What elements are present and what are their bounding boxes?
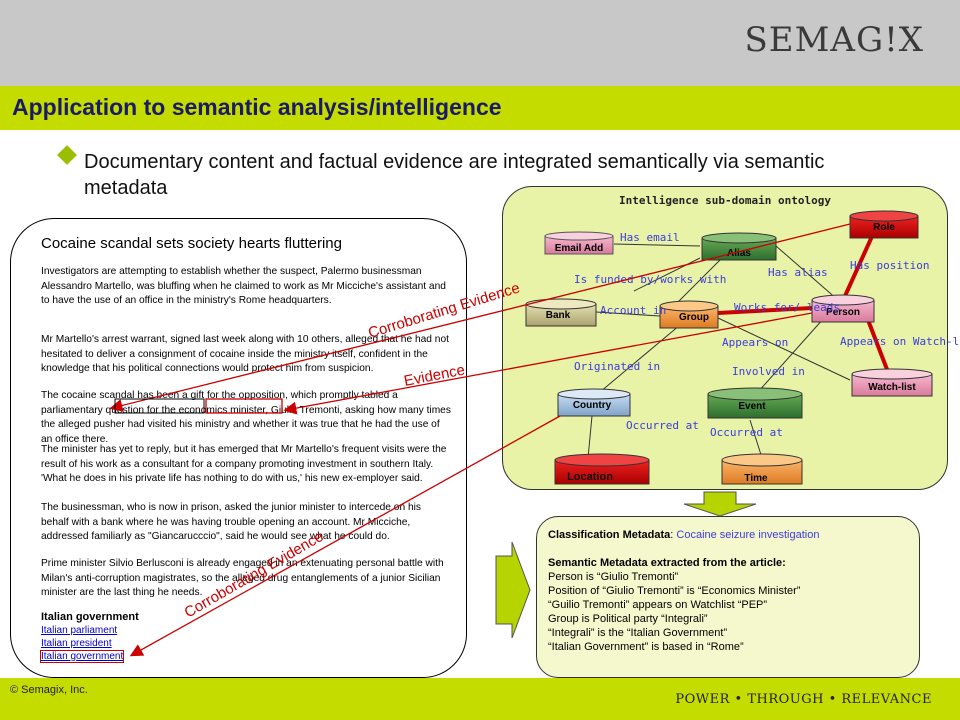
- edge-has-email: [613, 243, 701, 247]
- node-group: Group: [659, 300, 719, 329]
- label-works-for: Works for/ leads: [734, 301, 840, 314]
- node-email-label: Email Add: [555, 243, 604, 254]
- node-event: Event: [707, 387, 803, 419]
- label-funded: Is funded by/works with: [574, 273, 726, 286]
- meta-line-1: Person is “Giulio Tremonti”: [548, 571, 679, 583]
- link-italian-government[interactable]: Italian government: [39, 650, 125, 663]
- label-account: Account in: [600, 304, 666, 317]
- tagline: POWER • THROUGH • RELEVANCE: [675, 692, 932, 707]
- label-originated: Originated in: [574, 360, 660, 373]
- label-appears-on: Appears on: [722, 336, 788, 349]
- gov-heading: Italian government: [41, 611, 139, 623]
- article-title: Cocaine scandal sets society hearts flut…: [41, 235, 342, 252]
- article-paragraph-2: Mr Martello's arrest warrant, signed las…: [41, 334, 449, 374]
- node-watchlist-label: Watch-list: [868, 382, 916, 393]
- edge-originated: [599, 324, 681, 393]
- node-country: Country: [557, 388, 631, 417]
- edge-account: [595, 311, 661, 317]
- slide-title: Application to semantic analysis/intelli…: [12, 94, 502, 120]
- node-country-label: Country: [573, 400, 612, 411]
- meta-line-5: “Integrali” is the “Italian Government”: [548, 627, 728, 639]
- node-group-label: Group: [679, 312, 709, 323]
- label-involved: Involved in: [732, 365, 805, 378]
- arrow-evidence: [283, 312, 813, 415]
- arrow-corroborating-top: [109, 223, 851, 412]
- news-article: Cocaine scandal sets society hearts flut…: [10, 218, 467, 678]
- link-italian-parliament[interactable]: Italian parliament: [41, 625, 118, 636]
- article-paragraph-1: Investigators are attempting to establis…: [41, 266, 446, 306]
- ontology-title: Intelligence sub-domain ontology: [619, 194, 831, 207]
- label-corroborating-top: Corroborating Evidence: [366, 279, 522, 341]
- node-location-label: Location: [567, 471, 613, 483]
- article-paragraph-4: The minister has yet to reply, but it ha…: [41, 444, 447, 484]
- node-bank: Bank: [525, 298, 597, 327]
- node-email: Email Add: [544, 231, 614, 255]
- link-italian-president[interactable]: Italian president: [41, 638, 112, 649]
- edge-has-alias: [775, 245, 839, 301]
- edge-has-position: [843, 231, 876, 297]
- ontology-edges: [587, 243, 851, 459]
- node-alias: Alias: [701, 232, 777, 261]
- semantic-label: Semantic Metadata extracted from the art…: [548, 557, 786, 569]
- footer-band: © Semagix, Inc. POWER • THROUGH • RELEVA…: [0, 678, 960, 720]
- article-paragraph-6: Prime minister Silvio Berlusconi is alre…: [41, 558, 444, 598]
- article-paragraph-3: The cocaine scandal has been a gift for …: [41, 390, 451, 445]
- arrow-corroborating-bottom: [129, 415, 561, 657]
- label-evidence: Evidence: [403, 361, 467, 389]
- down-arrow-icon: [683, 491, 757, 517]
- classification-label: Classification Metadata: [548, 529, 671, 541]
- node-alias-label: Alias: [727, 248, 751, 259]
- node-bank-label: Bank: [546, 310, 571, 321]
- edge-appears-on: [717, 317, 851, 381]
- classification-value: Cocaine seizure investigation: [676, 529, 820, 541]
- edge-occurred-2: [749, 419, 763, 459]
- edge-appears-watch: [866, 319, 890, 373]
- copyright: © Semagix, Inc.: [10, 684, 88, 696]
- bullet-text: Documentary content and factual evidence…: [84, 151, 825, 199]
- node-time-label: Time: [744, 473, 768, 484]
- meta-line-4: Group is Political party “Integrali”: [548, 613, 708, 625]
- title-bar: Application to semantic analysis/intelli…: [0, 86, 960, 130]
- metadata-panel: Classification Metadata: Cocaine seizure…: [536, 516, 920, 678]
- label-occurred-1: Occurred at: [626, 419, 699, 432]
- semagix-logo: SEMAG!X: [744, 20, 924, 60]
- label-corroborating-bottom: Corroborating Evidence: [182, 528, 327, 622]
- right-arrow-icon: [495, 541, 531, 639]
- label-has-position: Has position: [850, 259, 929, 272]
- meta-line-6: “Italian Government” is based in “Rome”: [548, 641, 744, 653]
- node-event-label: Event: [738, 401, 766, 412]
- node-location: Location: [554, 453, 650, 485]
- edge-involved: [757, 317, 825, 393]
- meta-line-3: “Guilio Tremonti” appears on Watchlist “…: [548, 599, 768, 611]
- article-paragraph-5: The businessman, who is now in prison, a…: [41, 502, 421, 542]
- edge-occurred-1: [587, 415, 593, 459]
- node-person: Person: [811, 294, 875, 323]
- node-watchlist: Watch-list: [851, 368, 933, 397]
- edge-works-for: [717, 306, 813, 315]
- meta-line-2: Position of “Giulio Tremonti” is “Econom…: [548, 585, 801, 597]
- label-has-email: Has email: [620, 231, 680, 244]
- node-role: Role: [849, 210, 919, 239]
- node-time: Time: [721, 453, 803, 485]
- node-person-label: Person: [826, 307, 860, 318]
- label-occurred-2: Occurred at: [710, 426, 783, 439]
- node-role-label: Role: [873, 222, 895, 233]
- label-appears-watch: Appears on Watch-list: [840, 335, 960, 348]
- edge-funded-2: [675, 259, 721, 305]
- label-has-alias: Has alias: [768, 266, 828, 279]
- header-band: SEMAG!X: [0, 0, 960, 86]
